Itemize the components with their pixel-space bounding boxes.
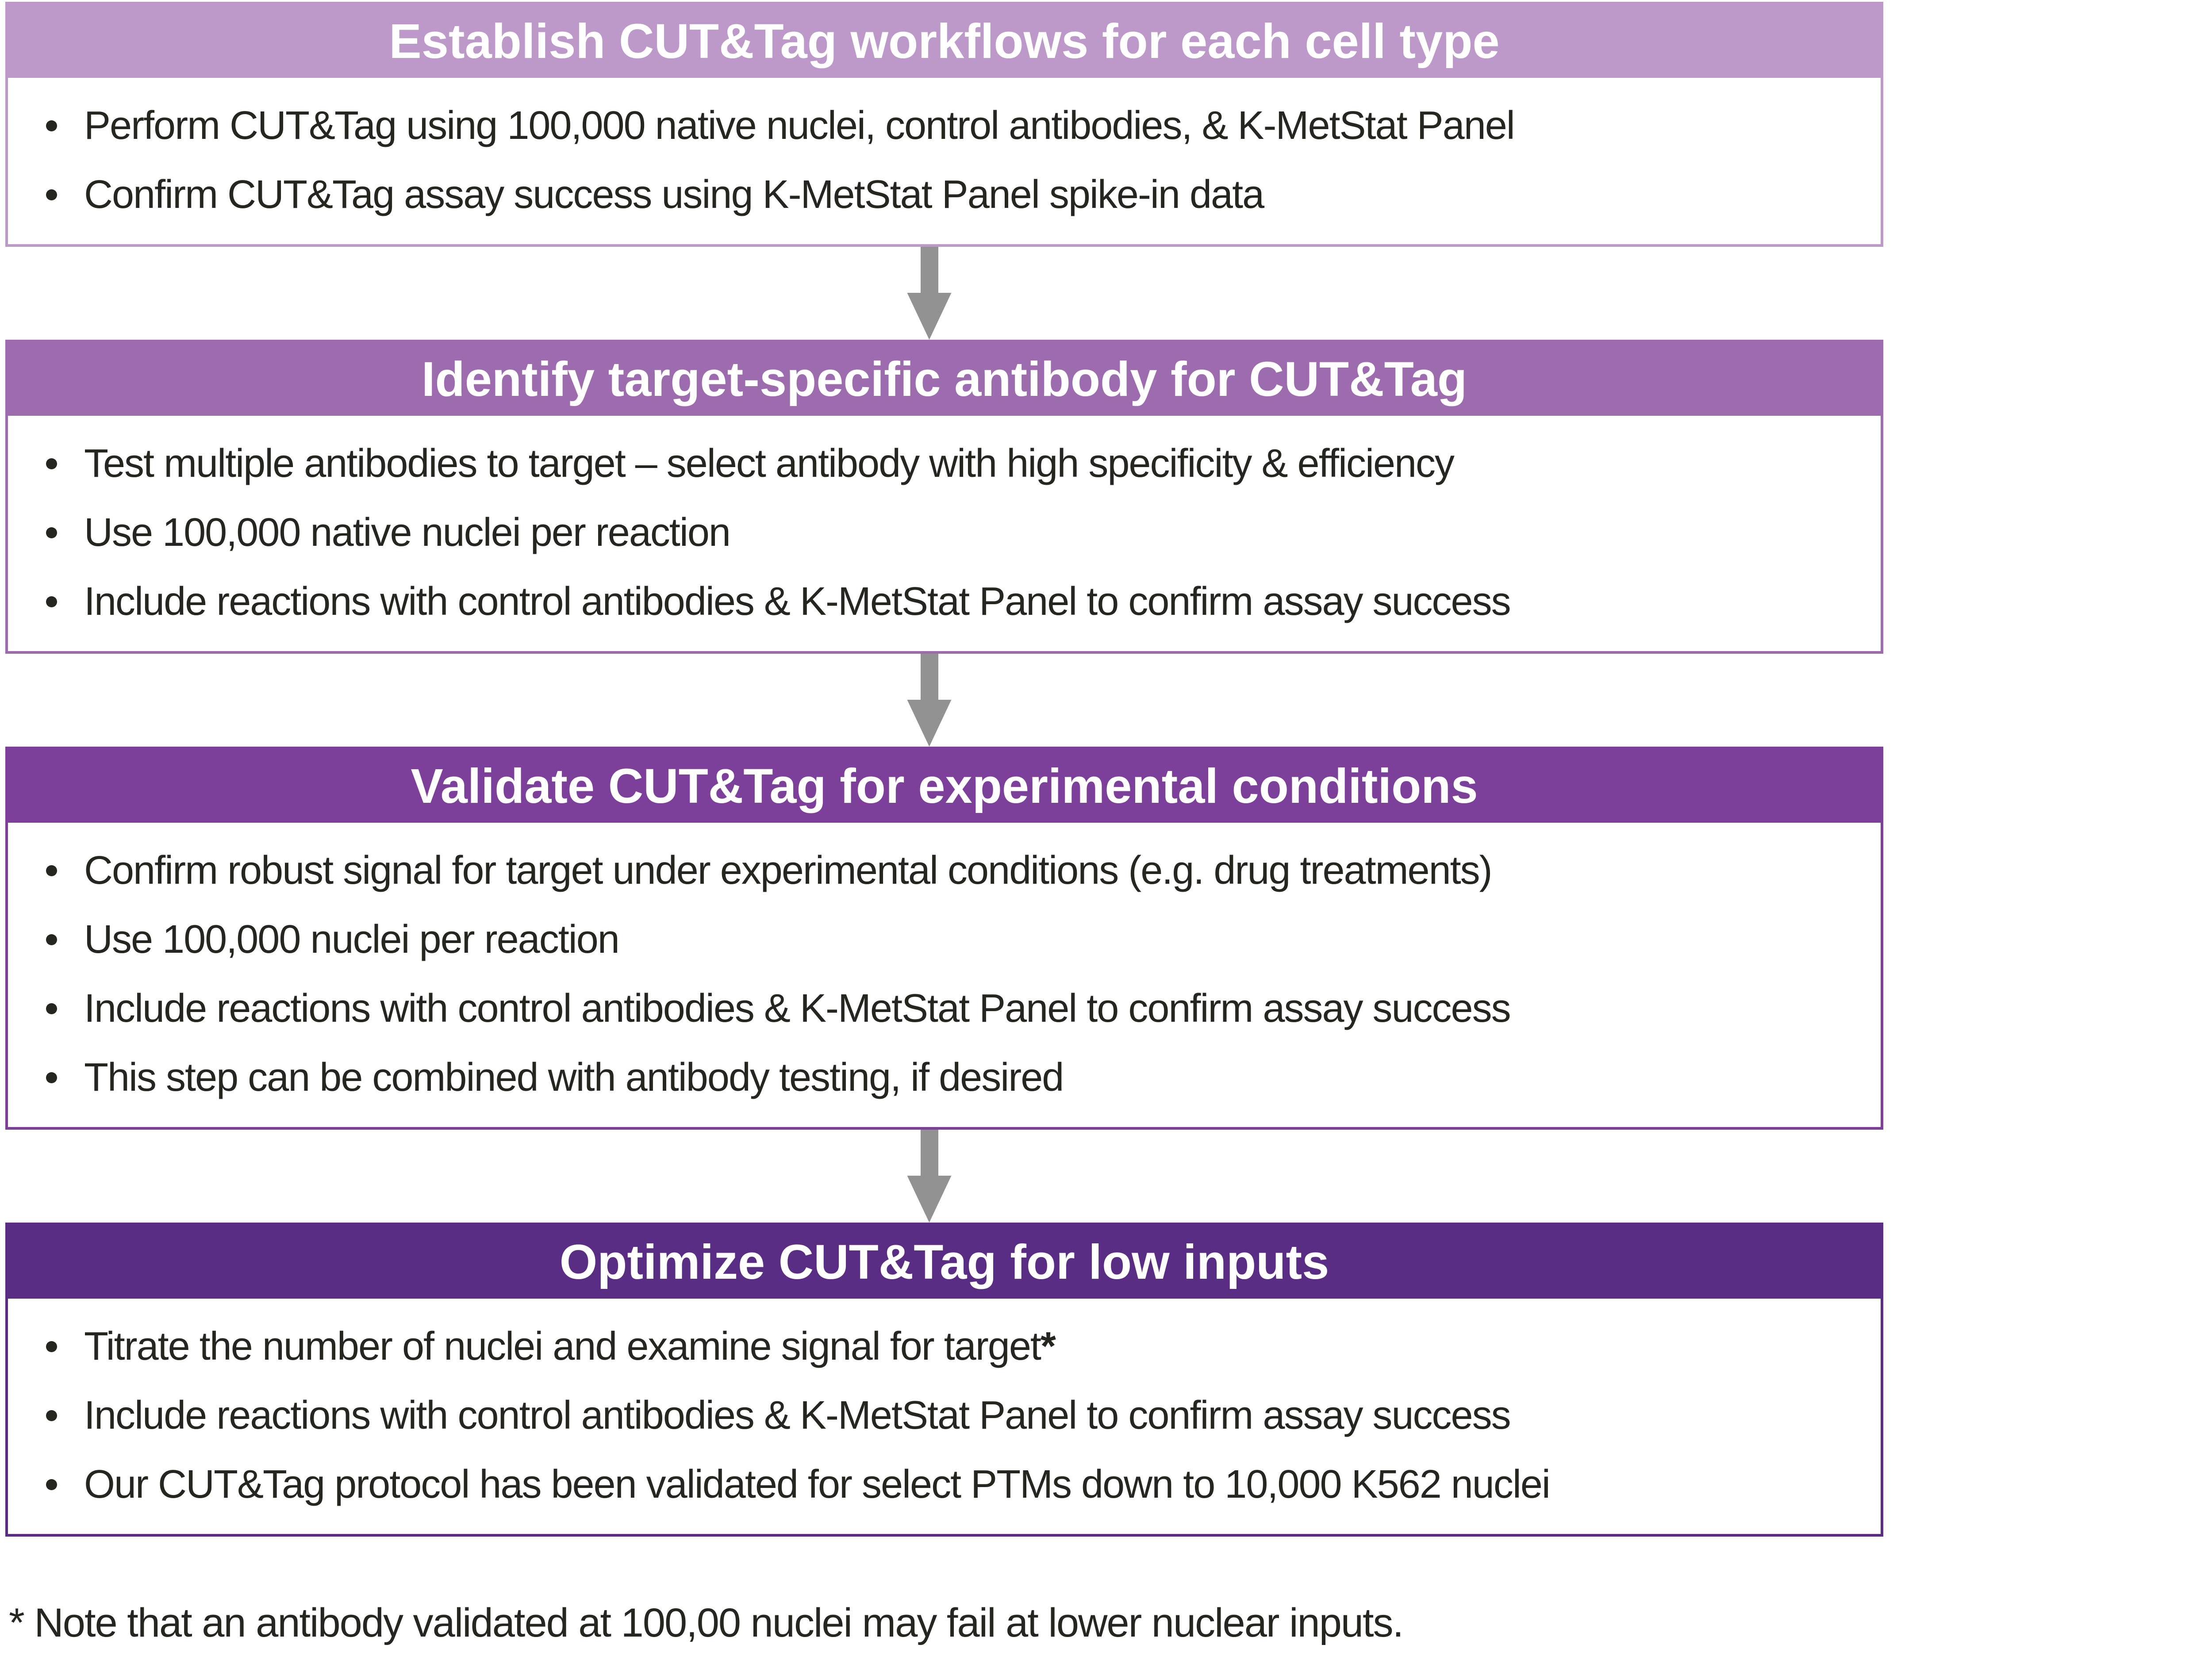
bullet-item: Confirm robust signal for target under e… [8,836,1867,905]
step-2-bullets: Test multiple antibodies to target – sel… [8,416,1881,651]
bullet-text: Perform CUT&Tag using 100,000 native nuc… [84,104,1515,148]
bullet-item: Perform CUT&Tag using 100,000 native nuc… [8,91,1867,160]
step-2-header: Identify target-specific antibody for CU… [8,342,1881,416]
asterisk-marker: * [1040,1324,1056,1369]
bullet-dot [46,1072,57,1083]
bullet-text: Our CUT&Tag protocol has been validated … [84,1462,1551,1507]
step-2-box: Identify target-specific antibody for CU… [5,340,1883,654]
bullet-text: Use 100,000 native nuclei per reaction [84,510,731,555]
arrow-head [907,700,952,747]
arrow-shaft [920,247,938,293]
step-3-header: Validate CUT&Tag for experimental condit… [8,749,1881,823]
bullet-text: Include reactions with control antibodie… [84,579,1511,624]
bullet-dot [46,596,57,607]
bullet-item: Confirm CUT&Tag assay success using K-Me… [8,160,1867,229]
bullet-dot [46,1341,57,1352]
arrow-shaft [920,1130,938,1176]
step-4-title: Optimize CUT&Tag for low inputs [559,1235,1329,1289]
bullet-text: Use 100,000 nuclei per reaction [84,917,620,962]
bullet-dot [46,934,57,945]
step-1-bullets: Perform CUT&Tag using 100,000 native nuc… [8,78,1881,244]
bullet-item: Test multiple antibodies to target – sel… [8,429,1867,498]
down-arrow-icon [907,247,952,340]
bullet-text: Confirm CUT&Tag assay success using K-Me… [84,173,1264,217]
bullet-item: Titrate the number of nuclei and examine… [8,1312,1867,1381]
bullet-dot [46,1003,57,1014]
step-4-bullets: Titrate the number of nuclei and examine… [8,1299,1881,1534]
bullet-text: Titrate the number of nuclei and examine… [84,1324,1041,1369]
down-arrow-icon [907,654,952,747]
step-2-title: Identify target-specific antibody for CU… [421,352,1467,406]
arrow-head [907,293,952,340]
bullet-item: Our CUT&Tag protocol has been validated … [8,1450,1867,1519]
bullet-dot [46,120,57,131]
bullet-dot [46,1410,57,1421]
bullet-item: This step can be combined with antibody … [8,1043,1867,1112]
bullet-text: Confirm robust signal for target under e… [84,848,1493,893]
bullet-text: Include reactions with control antibodie… [84,1393,1511,1438]
step-3-bullets: Confirm robust signal for target under e… [8,823,1881,1127]
step-3-title: Validate CUT&Tag for experimental condit… [411,759,1478,813]
step-1-box: Establish CUT&Tag workflows for each cel… [5,2,1883,247]
bullet-item: Use 100,000 nuclei per reaction [8,905,1867,974]
bullet-dot [46,527,57,538]
down-arrow-icon [907,1130,952,1223]
step-4-box: Optimize CUT&Tag for low inputs Titrate … [5,1223,1883,1537]
bullet-item: Include reactions with control antibodie… [8,974,1867,1043]
cutandtag-workflow-diagram: Establish CUT&Tag workflows for each cel… [5,2,1883,1652]
arrow-head [907,1176,952,1223]
arrow-shaft [920,654,938,700]
step-1-header: Establish CUT&Tag workflows for each cel… [8,4,1881,78]
footnote-text: * Note that an antibody validated at 100… [9,1600,1404,1645]
bullet-text: This step can be combined with antibody … [84,1055,1064,1100]
step-4-header: Optimize CUT&Tag for low inputs [8,1225,1881,1299]
bullet-item: Include reactions with control antibodie… [8,1381,1867,1450]
step-1-title: Establish CUT&Tag workflows for each cel… [389,14,1500,69]
bullet-item: Use 100,000 native nuclei per reaction [8,498,1867,567]
bullet-dot [46,865,57,876]
bullet-dot [46,458,57,469]
bullet-dot [46,189,57,200]
bullet-text: Test multiple antibodies to target – sel… [84,441,1455,486]
bullet-text: Include reactions with control antibodie… [84,986,1511,1031]
step-3-box: Validate CUT&Tag for experimental condit… [5,747,1883,1130]
bullet-dot [46,1479,57,1490]
bullet-item: Include reactions with control antibodie… [8,567,1867,636]
footnote: * Note that an antibody validated at 100… [9,1594,1883,1652]
